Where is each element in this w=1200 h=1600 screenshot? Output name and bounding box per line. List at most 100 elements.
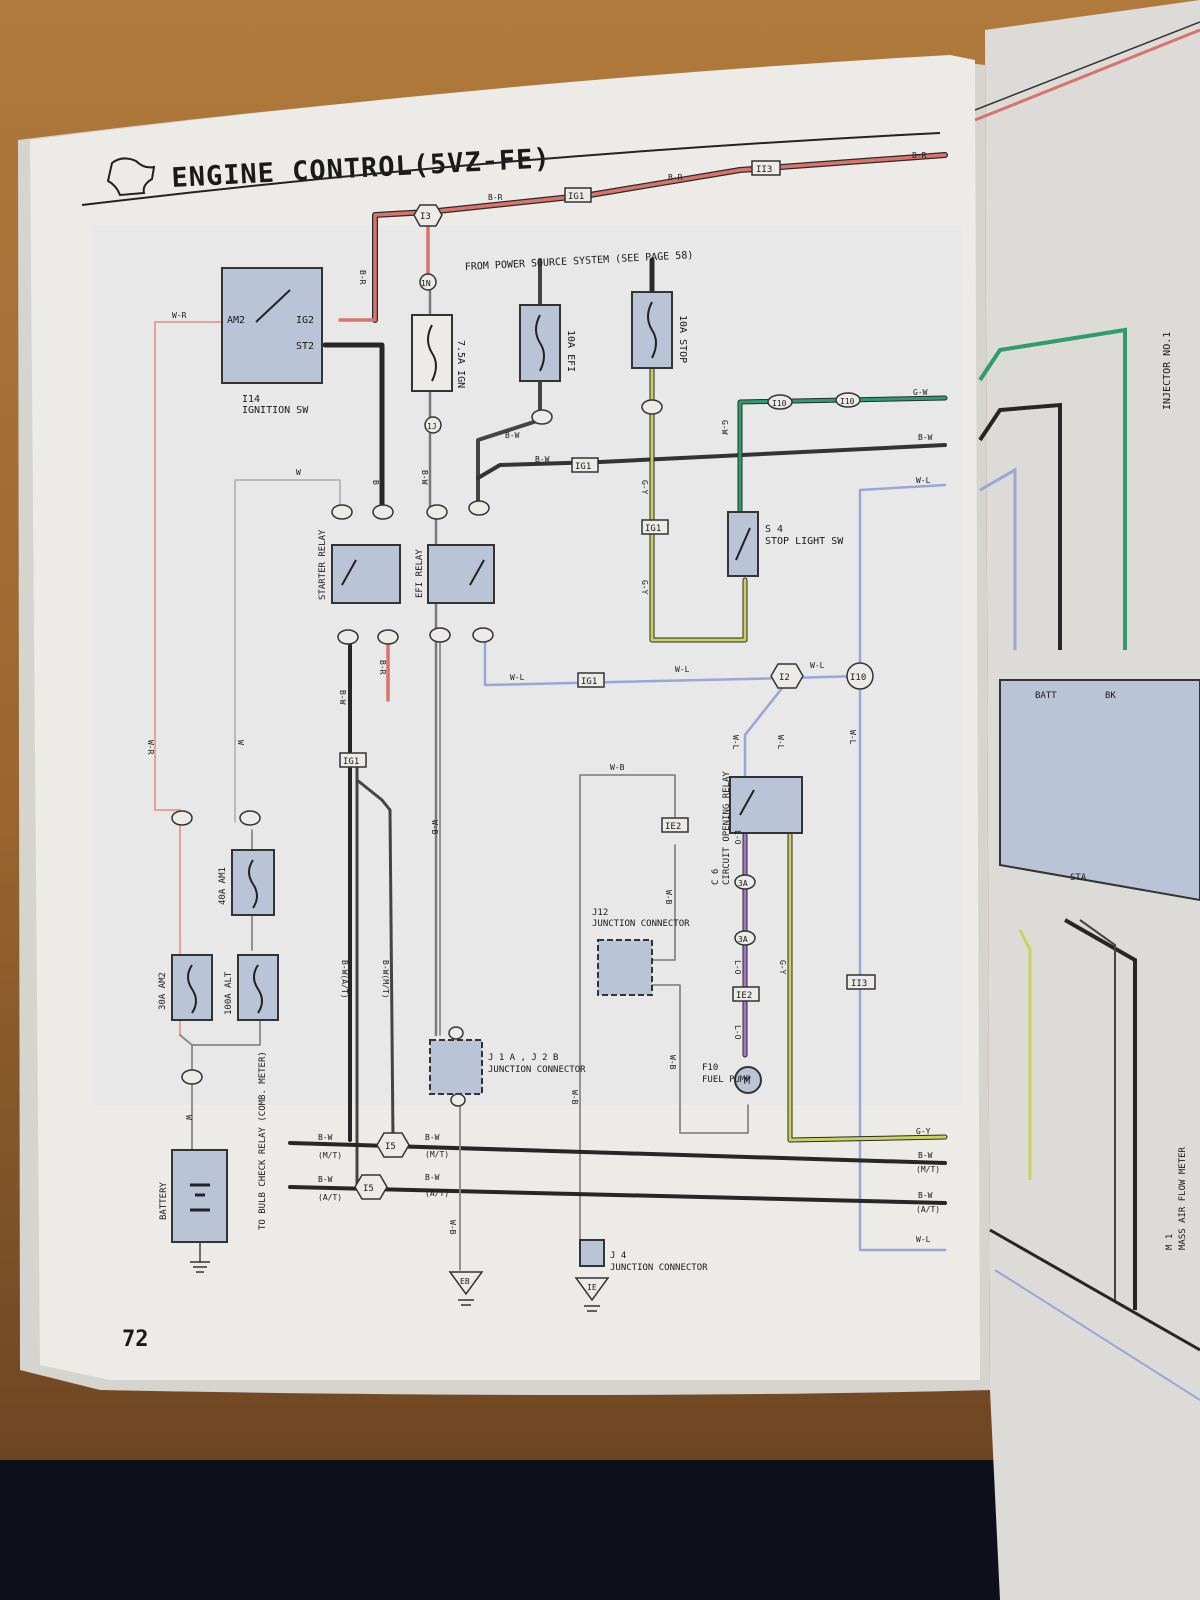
svg-text:BATT: BATT [1035,691,1057,701]
svg-text:AM2: AM2 [227,315,245,326]
svg-text:7.5A IGN: 7.5A IGN [455,340,466,388]
svg-text:W-R: W-R [146,740,155,755]
connector-hex [413,204,443,227]
svg-text:B-R: B-R [912,151,927,160]
svg-text:BATTERY: BATTERY [159,1181,169,1220]
bulb-check-label: TO BULB CHECK RELAY (COMB. METER) [258,1051,268,1230]
fuse-stop: 10A STOP [631,291,688,369]
svg-text:(A/T): (A/T) [425,1189,449,1198]
svg-text:IG2: IG2 [296,315,314,326]
svg-text:I3: I3 [420,212,431,222]
svg-text:W-L: W-L [810,661,825,670]
fuse-am1: 40A AM1 [218,849,275,916]
svg-text:I14: I14 [242,394,260,405]
connector-pin [448,1026,464,1040]
svg-text:B-W: B-W [425,1173,440,1182]
svg-text:W: W [296,468,301,477]
connector-pin [171,810,193,826]
svg-text:B-W: B-W [318,1175,333,1184]
connector-pin [181,1069,203,1085]
svg-text:(M/T): (M/T) [916,1165,940,1174]
svg-text:40A AM1: 40A AM1 [218,867,228,905]
svg-text:W-R: W-R [172,311,187,320]
stop-light-switch: S 4 STOP LIGHT SW [727,511,844,577]
connector-pin [734,874,756,890]
svg-text:G-Y: G-Y [640,580,649,595]
svg-text:IE2: IE2 [736,991,752,1001]
svg-text:F10: F10 [702,1063,718,1073]
ground-eb: EB [448,1271,484,1306]
svg-text:IE: IE [587,1283,597,1292]
svg-text:B-W: B-W [425,1133,440,1142]
svg-text:J 4: J 4 [610,1251,626,1261]
svg-text:JUNCTION CONNECTOR: JUNCTION CONNECTOR [488,1065,586,1075]
svg-text:B-W: B-W [918,1151,933,1160]
svg-text:M 1: M 1 [1165,1234,1175,1250]
svg-text:MASS AIR FLOW METER: MASS AIR FLOW METER [1178,1146,1188,1250]
svg-text:(M/T): (M/T) [318,1151,342,1160]
wire-g-y-stop [650,368,747,642]
fuse-efi: 10A EFI [519,304,576,382]
svg-text:BK: BK [1105,691,1116,701]
svg-text:I5: I5 [363,1184,374,1194]
svg-text:I10: I10 [840,397,855,406]
svg-text:IG1: IG1 [568,192,584,202]
connectors: IG1 II3 I3 1N 1J IG1 IG1 I10 I10 IG1 I2 … [171,160,876,1200]
svg-text:B-R: B-R [488,193,503,202]
connector-pin [372,504,394,520]
wire-b-w-efi [476,258,542,510]
svg-text:JUNCTION CONNECTOR: JUNCTION CONNECTOR [610,1263,708,1273]
page-number: 72 [122,1327,149,1352]
svg-text:W-L: W-L [776,735,785,750]
svg-text:(M/T): (M/T) [425,1150,449,1159]
fuel-pump: M F10 FUEL PUMP [702,1063,762,1094]
fuse-symbol-icon [253,964,263,1014]
svg-text:S 4: S 4 [765,524,783,535]
svg-text:W-B: W-B [610,763,625,772]
svg-text:W: W [236,740,245,745]
svg-text:W-B: W-B [664,890,673,905]
ground-icon [448,1271,484,1296]
connector-pin [450,1093,466,1107]
connector-pin [468,500,490,516]
connector-pin [835,392,861,408]
connector-box [751,160,781,176]
svg-text:W-L: W-L [916,476,931,485]
engine-icon [106,157,156,197]
svg-text:B-W: B-W [918,1191,933,1200]
ground-icon [574,1277,610,1302]
wire-w-b [579,774,676,1256]
svg-text:I2: I2 [779,673,790,683]
junction-j1-j2: J 1 A , J 2 B JUNCTION CONNECTOR [429,1039,586,1095]
fuse-symbol-icon [187,964,197,1014]
svg-text:W-L: W-L [916,1235,931,1244]
fuse-alt: 100A ALT [224,954,279,1021]
connector-pin [337,629,359,645]
svg-text:3A: 3A [738,879,748,888]
connector-box [571,457,599,473]
wire-g-w [738,396,947,512]
svg-text:IG1: IG1 [581,677,597,687]
connector-pin [641,399,663,415]
svg-text:G-W: G-W [913,388,928,397]
fuse-ign: 7.5A IGN [411,314,466,392]
fuse-symbol-icon [647,301,657,359]
connector-hex [376,1132,410,1158]
svg-text:L-O: L-O [733,830,742,845]
wire-w-l [483,638,947,1252]
wire-bus-at [288,1185,947,1205]
starter-relay: STARTER RELAY [318,529,401,604]
connector-pin [239,810,261,826]
fuse-symbol-icon [248,859,258,909]
svg-text:IG1: IG1 [343,757,359,767]
svg-text:FUEL PUMP: FUEL PUMP [702,1075,751,1085]
svg-text:J12: J12 [592,908,608,918]
wire-b-st2 [322,342,385,508]
connector-pin [846,662,874,690]
svg-text:CIRCUIT OPENING RELAY: CIRCUIT OPENING RELAY [722,771,732,885]
header-rule [81,132,941,206]
svg-text:B-R: B-R [378,660,387,675]
circuit-opening-relay: C 6 CIRCUIT OPENING RELAY [711,771,803,885]
connector-pin [531,409,553,425]
